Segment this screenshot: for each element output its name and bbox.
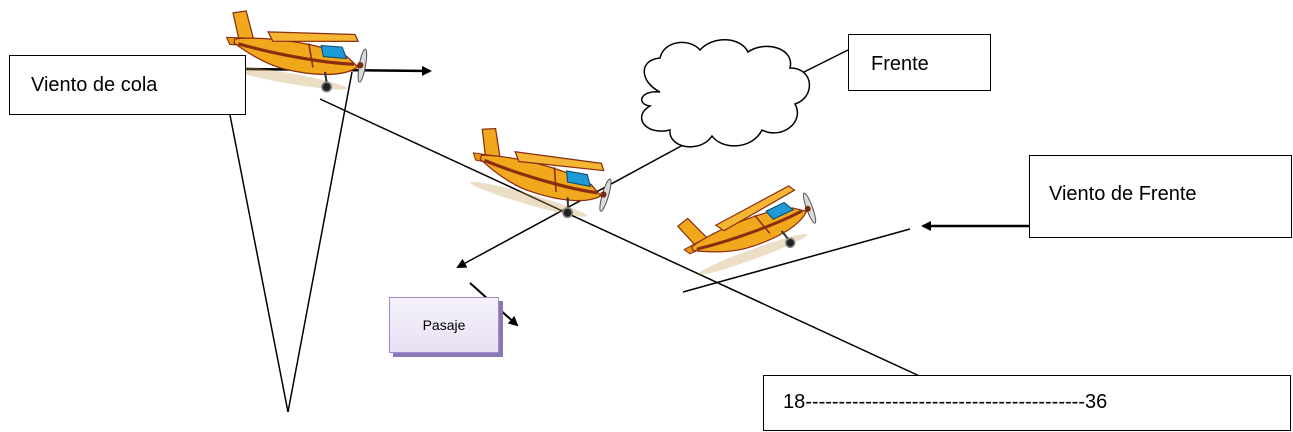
airplane-icon — [673, 175, 825, 284]
front-line-arrow — [456, 144, 684, 268]
front-connector-line — [797, 49, 849, 76]
headwind-diagonal-line — [682, 228, 911, 293]
headwind-label-box: Viento de Frente — [1029, 155, 1292, 238]
front-label: Frente — [871, 53, 929, 75]
front-label-box: Frente — [848, 34, 991, 91]
tailwind-label-box: Viento de cola — [9, 55, 246, 115]
headwind-label: Viento de Frente — [1049, 183, 1197, 205]
passage-label-box: Pasaje — [389, 297, 499, 353]
cloud-icon — [640, 39, 811, 148]
runway-label: 18--------------------------------------… — [783, 391, 1108, 413]
runway-label-box: 18--------------------------------------… — [763, 375, 1291, 431]
v-line-left — [229, 114, 289, 413]
passage-label: Pasaje — [422, 317, 466, 333]
runway-diagonal-line — [319, 98, 929, 381]
tailwind-label: Viento de cola — [31, 74, 158, 96]
v-line-right — [287, 71, 353, 413]
